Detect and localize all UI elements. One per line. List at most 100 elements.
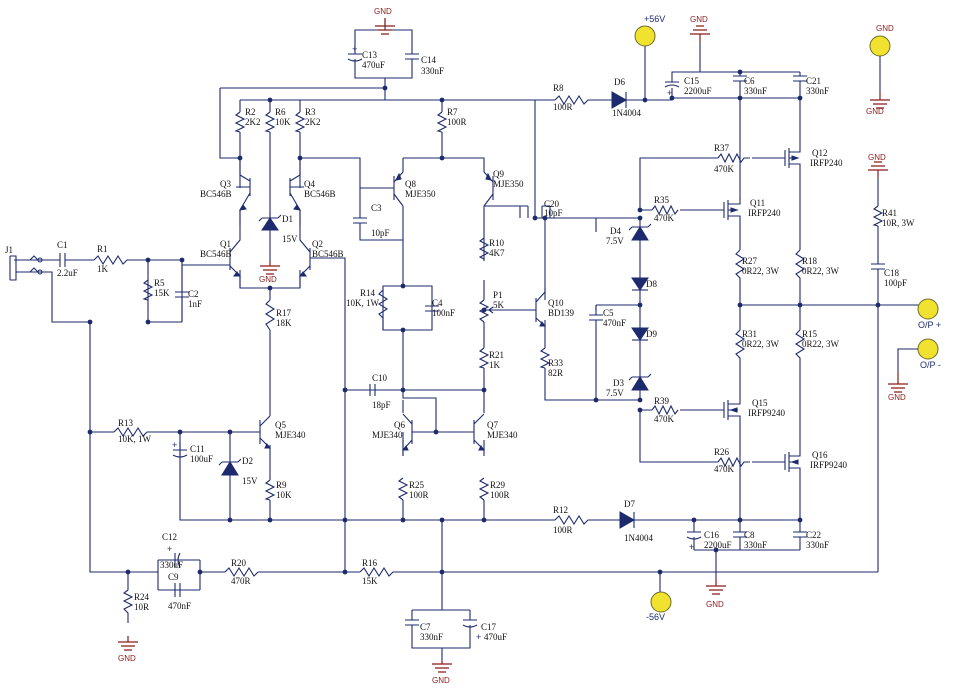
zener-d3	[628, 373, 652, 391]
label-r15: R15	[802, 329, 818, 339]
svg-text:+: +	[352, 44, 357, 54]
transistor-q1	[215, 210, 241, 288]
label-r27: R27	[742, 256, 758, 266]
label-r13: R13	[118, 418, 134, 428]
resistor-r13	[113, 426, 151, 438]
mosfet-q11	[723, 198, 741, 222]
label-r25: R25	[409, 480, 425, 490]
value-r33: 82R	[548, 368, 563, 378]
pos-rail-terminal[interactable]	[634, 25, 656, 47]
output-neg-terminal[interactable]	[917, 338, 939, 360]
transistor-q9	[483, 171, 494, 207]
resistor-r31	[734, 329, 746, 370]
value-c6: 330nF	[744, 86, 767, 96]
svg-text:+: +	[172, 440, 177, 450]
label-gnd: GND	[259, 275, 277, 284]
ground-icon	[118, 636, 138, 651]
value-q1: BC546B	[200, 249, 232, 259]
capacitor-c5	[589, 305, 603, 328]
value-r17: 18K	[276, 318, 292, 328]
label-r24: R24	[134, 592, 150, 602]
label-r18: R18	[802, 256, 818, 266]
value-c14: 330nF	[421, 66, 444, 76]
ground-icon	[375, 18, 395, 35]
value-r12: 100R	[553, 525, 573, 535]
value-c12: 330uF	[160, 560, 183, 570]
resistor-r29	[478, 477, 490, 501]
label-q6: Q6	[394, 420, 405, 430]
label-r20: R20	[231, 558, 247, 568]
label-q4: Q4	[304, 179, 315, 189]
ground-icon	[432, 660, 452, 673]
resistor-r2	[234, 111, 246, 133]
label-r5: R5	[154, 278, 165, 288]
label-neg-rail: -56V	[646, 612, 665, 622]
transistor-q10	[528, 288, 546, 327]
label-pos-rail: +56V	[644, 14, 665, 24]
capacitor-c10	[369, 384, 403, 396]
output-pos-terminal[interactable]	[917, 298, 939, 320]
label-r33: R33	[548, 358, 564, 368]
value-r8: 100R	[553, 102, 573, 112]
value-q16: IRFP9240	[810, 460, 848, 470]
label-r39: R39	[654, 396, 670, 406]
mosfet-q16	[784, 447, 801, 472]
label-gnd: GND	[868, 153, 886, 162]
capacitor-c7	[405, 619, 419, 640]
mosfet-q12	[784, 145, 801, 170]
label-r29: R29	[490, 480, 506, 490]
resistor-r15	[794, 329, 806, 370]
value-r5: 15K	[154, 288, 170, 298]
mosfet-q15	[723, 398, 741, 420]
value-q9: MJE350	[493, 179, 524, 189]
transistor-q6	[402, 413, 436, 451]
resistor-r37	[717, 152, 750, 164]
resistor-r10	[478, 237, 490, 261]
diode-d9	[631, 327, 649, 341]
neg-rail-terminal[interactable]	[650, 591, 672, 613]
value-r7: 100R	[447, 117, 467, 127]
label-q15: Q15	[752, 398, 768, 408]
label-r17: R17	[276, 308, 292, 318]
label-c4: C4	[432, 298, 443, 308]
label-q8: Q8	[405, 179, 416, 189]
label-d3: D3	[613, 378, 624, 388]
label-r21: R21	[489, 350, 504, 360]
capacitor-c13: +	[347, 42, 363, 72]
value-c5: 470nF	[603, 318, 626, 328]
label-c3: C3	[371, 203, 382, 213]
label-gnd: GND	[432, 676, 450, 685]
gnd-terminal[interactable]	[869, 35, 891, 57]
label-r3: R3	[305, 107, 316, 117]
transistor-q5	[259, 415, 271, 449]
label-q9: Q9	[493, 169, 504, 179]
ground-icon	[706, 578, 726, 595]
capacitor-c3	[353, 217, 367, 235]
label-c14: C14	[421, 55, 437, 65]
resistor-r24	[122, 589, 134, 623]
label-c13: C13	[362, 50, 378, 60]
wires	[14, 18, 928, 660]
value-r35: 470K	[654, 213, 675, 223]
label-d6: D6	[614, 77, 625, 87]
value-c22: 330nF	[806, 540, 829, 550]
label-c2: C2	[188, 289, 199, 299]
label-gnd: GND	[374, 7, 392, 16]
value-q10: BD139	[548, 308, 575, 318]
value-q15: IRFP9240	[748, 408, 786, 418]
input-jack-j1	[9, 255, 43, 281]
value-c21: 330nF	[806, 86, 829, 96]
label-c17: C17	[481, 622, 497, 632]
resistor-r9	[264, 479, 276, 501]
label-c22: C22	[806, 530, 821, 540]
svg-text:+: +	[167, 544, 172, 554]
value-c17: 470uF	[484, 632, 507, 642]
value-q8: MJE350	[405, 189, 436, 199]
label-r12: R12	[553, 505, 568, 515]
value-c15: 2200uF	[684, 86, 712, 96]
value-r27: 0R22, 3W	[742, 266, 780, 276]
value-d4: 7.5V	[606, 236, 624, 246]
label-d7: D7	[624, 499, 635, 509]
value-r15: 0R22, 3W	[802, 339, 840, 349]
value-c1: 2.2uF	[57, 268, 78, 278]
